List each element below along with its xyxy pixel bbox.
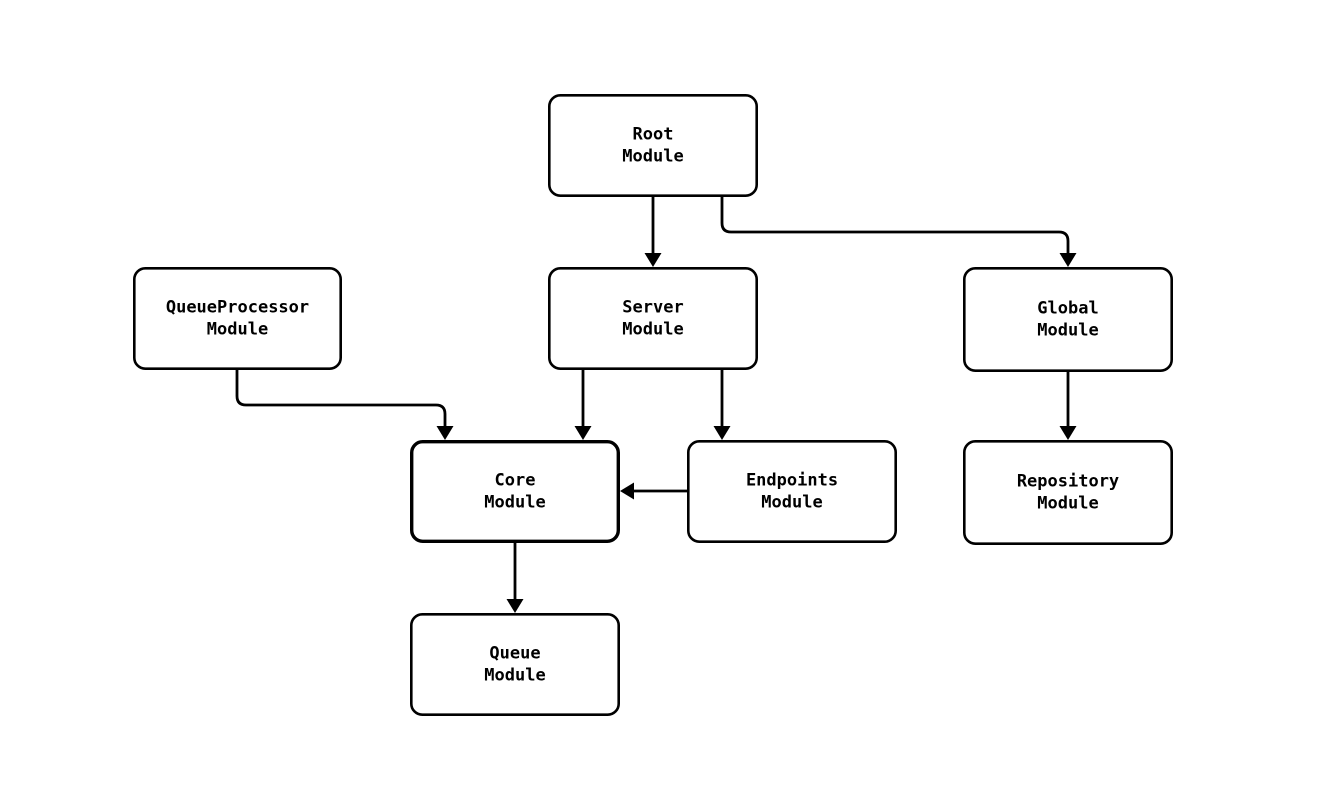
edge-root-to-server-arrowhead	[644, 253, 662, 267]
edge-global-to-repository-arrowhead	[1059, 426, 1077, 440]
edge-endpoints-to-core	[620, 482, 687, 500]
edge-root-to-server	[644, 197, 662, 267]
edge-server-to-core	[574, 370, 592, 440]
edge-root-to-global-arrowhead	[1059, 253, 1077, 267]
edge-root-to-global	[720, 197, 1077, 267]
edge-root-to-global-line	[720, 197, 1070, 255]
queueprocessor-module-node-box[interactable]	[133, 266, 342, 370]
server-module-node-box[interactable]	[547, 266, 758, 370]
edge-endpoints-to-core-arrowhead	[620, 482, 634, 500]
repository-module-node-box[interactable]	[962, 439, 1173, 545]
edge-queueprocessor-to-core-arrowhead	[436, 426, 454, 440]
root-module-node-box[interactable]	[547, 94, 758, 198]
edge-core-to-queue-arrowhead	[506, 599, 524, 613]
global-module-node-box[interactable]	[962, 266, 1173, 372]
edges-layer	[235, 197, 1077, 613]
edge-server-to-core-arrowhead	[574, 426, 592, 440]
endpoints-module-node-box[interactable]	[686, 439, 897, 543]
edge-queueprocessor-to-core	[235, 370, 454, 440]
edge-queueprocessor-to-core-line	[235, 370, 447, 428]
core-module-node-box[interactable]	[410, 440, 621, 544]
edge-global-to-repository	[1059, 372, 1077, 440]
queue-module-node-box[interactable]	[409, 612, 620, 716]
edge-server-to-endpoints	[713, 370, 731, 440]
edge-server-to-endpoints-arrowhead	[713, 426, 731, 440]
edge-core-to-queue	[506, 543, 524, 613]
